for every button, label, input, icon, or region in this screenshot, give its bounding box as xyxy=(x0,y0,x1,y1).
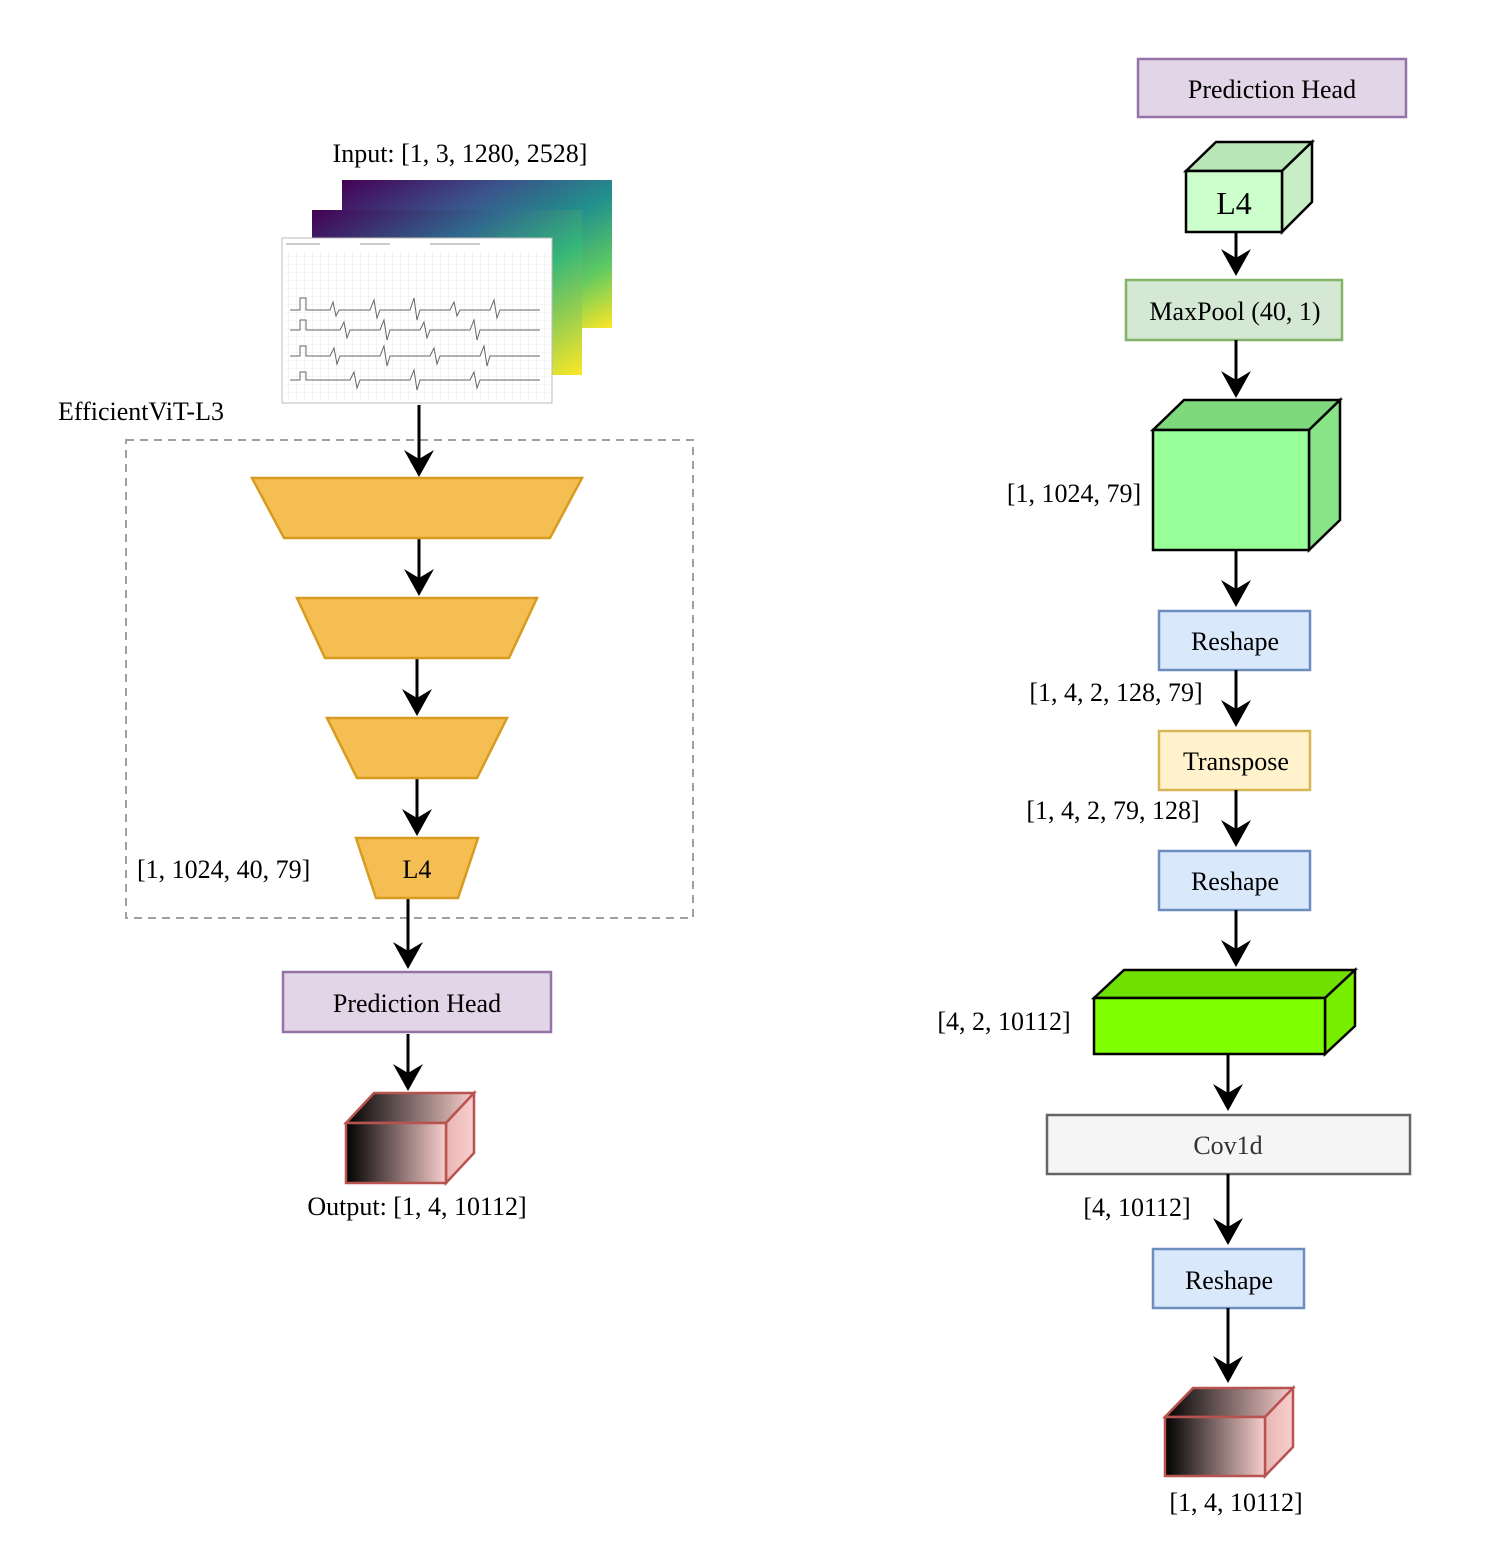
maxpool-box xyxy=(1124,278,1344,342)
conv1d-label: Cov1d xyxy=(1193,1131,1262,1160)
reshape3-box xyxy=(1151,1247,1306,1310)
input-label: Input: [1, 3, 1280, 2528] xyxy=(333,139,588,168)
l4-cube xyxy=(1182,139,1316,236)
reshape2-box xyxy=(1157,849,1312,912)
right-l4-label: L4 xyxy=(1216,185,1252,221)
l4-label: L4 xyxy=(403,855,432,884)
conv1d-box xyxy=(1045,1113,1412,1176)
head-title-box xyxy=(1136,57,1408,119)
prediction-head-box xyxy=(281,970,553,1034)
transpose-label: Transpose xyxy=(1183,747,1289,776)
input-image-stack xyxy=(281,180,612,404)
maxpool-label: MaxPool (40, 1) xyxy=(1149,297,1320,326)
flattened-feature-cube xyxy=(1090,967,1359,1057)
encoder-stage-3 xyxy=(324,716,510,780)
transpose-box xyxy=(1157,729,1312,792)
shape-after-reshape1: [1, 4, 2, 128, 79] xyxy=(1029,678,1202,707)
l4-shape-label: [1, 1024, 40, 79] xyxy=(137,855,310,884)
prediction-head-label: Prediction Head xyxy=(333,989,501,1018)
reshape2-label: Reshape xyxy=(1191,867,1279,896)
backbone-label: EfficientViT-L3 xyxy=(58,397,224,426)
shape-after-pool: [1, 1024, 79] xyxy=(1007,479,1141,508)
backbone-container xyxy=(125,439,694,919)
encoder-stage-2 xyxy=(295,596,539,660)
head-title-label: Prediction Head xyxy=(1188,75,1356,104)
pooled-feature-cube xyxy=(1149,397,1344,553)
right-output-cube xyxy=(1162,1384,1296,1480)
shape-after-reshape2: [4, 2, 10112] xyxy=(937,1007,1070,1036)
reshape1-label: Reshape xyxy=(1191,627,1279,656)
ecg-image xyxy=(281,237,553,404)
reshape1-box xyxy=(1157,609,1312,672)
shape-after-transpose: [1, 4, 2, 79, 128] xyxy=(1026,796,1199,825)
reshape3-label: Reshape xyxy=(1185,1266,1273,1295)
output-cube xyxy=(343,1089,477,1187)
shape-after-conv: [4, 10112] xyxy=(1083,1193,1190,1222)
encoder-stage-1 xyxy=(249,476,585,540)
output-label: Output: [1, 4, 10112] xyxy=(307,1192,526,1221)
right-output-shape: [1, 4, 10112] xyxy=(1169,1488,1302,1517)
encoder-stage-l4 xyxy=(354,836,480,900)
